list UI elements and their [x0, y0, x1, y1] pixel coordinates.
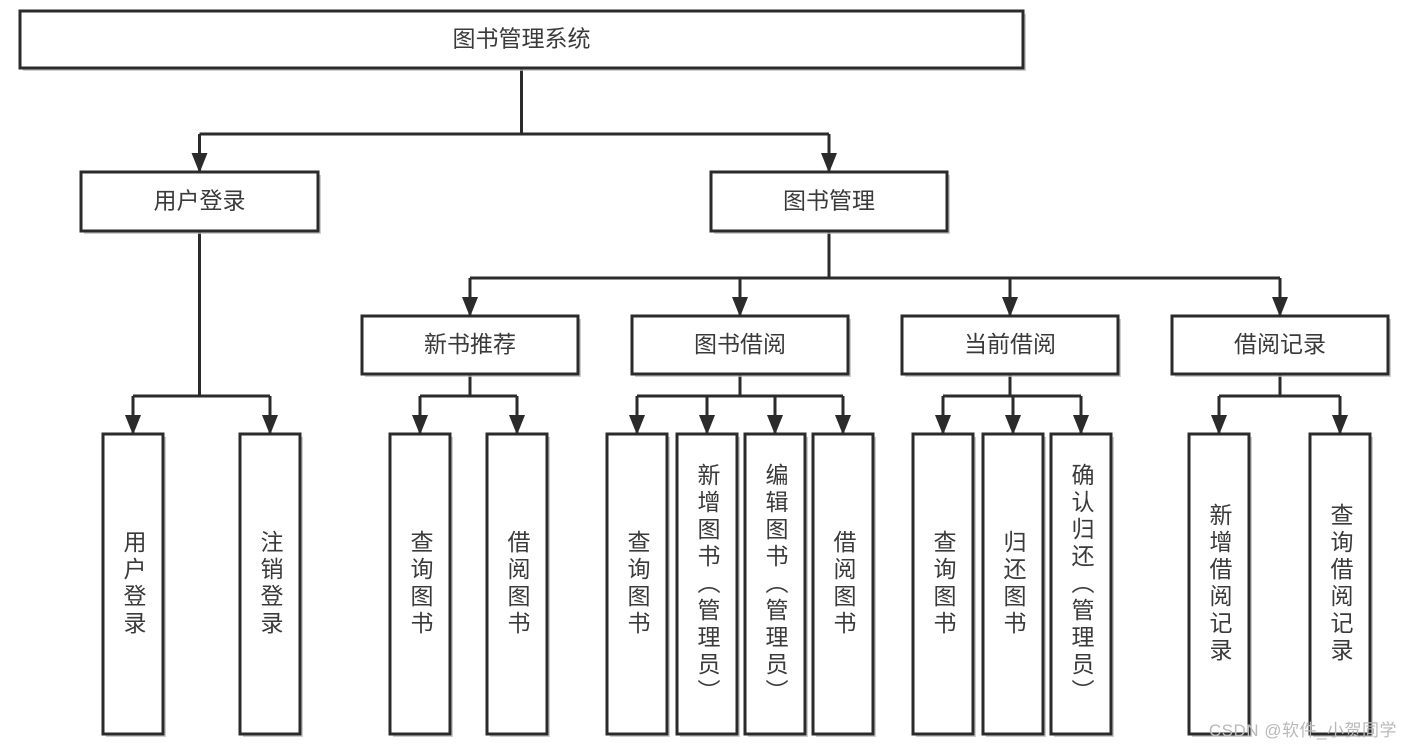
- node-current-borrow[interactable]: 当前借阅: [900, 314, 1121, 377]
- node-leaf-rec-search[interactable]: [1308, 432, 1373, 737]
- node-box[interactable]: [485, 432, 549, 736]
- node-leaf-rec-query[interactable]: [388, 432, 453, 737]
- node-box[interactable]: [1049, 432, 1113, 736]
- node-label: 图书管理: [783, 188, 875, 214]
- node-leaf-borrow-edit[interactable]: [743, 432, 808, 737]
- arrow-head-icon: [835, 415, 851, 435]
- node-leaf-borrow-query[interactable]: [605, 432, 670, 737]
- node-book-borrow[interactable]: 图书借阅: [630, 314, 851, 377]
- node-root[interactable]: 图书管理系统: [18, 9, 1026, 71]
- node-box[interactable]: [1187, 432, 1251, 736]
- node-box[interactable]: [630, 314, 850, 376]
- arrow-head-icon: [462, 297, 478, 317]
- arrow-head-icon: [821, 153, 837, 173]
- connector-layer: [125, 68, 1348, 435]
- node-leaf-borrow-add[interactable]: [675, 432, 740, 737]
- arrow-head-icon: [1005, 415, 1021, 435]
- node-box[interactable]: [900, 314, 1120, 376]
- node-box[interactable]: [911, 432, 975, 736]
- node-box[interactable]: [1170, 314, 1390, 376]
- arrow-head-icon: [699, 415, 715, 435]
- arrow-head-icon: [1211, 415, 1227, 435]
- node-borrow-record[interactable]: 借阅记录: [1170, 314, 1391, 377]
- node-box[interactable]: [743, 432, 807, 736]
- node-box[interactable]: [101, 432, 165, 736]
- node-new-book-rec[interactable]: 新书推荐: [360, 314, 581, 377]
- node-book-manage[interactable]: 图书管理: [709, 170, 950, 234]
- node-label: 图书管理系统: [453, 26, 591, 52]
- node-box[interactable]: [79, 170, 320, 233]
- arrow-head-icon: [629, 415, 645, 435]
- node-label: 用户登录: [154, 188, 246, 214]
- node-box[interactable]: [605, 432, 669, 736]
- arrow-head-icon: [509, 415, 525, 435]
- node-box[interactable]: [709, 170, 949, 233]
- arrow-head-icon: [935, 415, 951, 435]
- node-box[interactable]: [981, 432, 1045, 736]
- node-label: 借阅记录: [1234, 331, 1326, 357]
- node-box[interactable]: [1308, 432, 1372, 736]
- arrow-head-icon: [1073, 415, 1089, 435]
- arrow-head-icon: [191, 153, 208, 173]
- arrow-head-icon: [1332, 415, 1348, 435]
- arrow-head-icon: [732, 297, 748, 317]
- node-box[interactable]: [360, 314, 580, 376]
- node-leaf-rec-borrow[interactable]: [485, 432, 550, 737]
- node-leaf-user-logout[interactable]: [238, 432, 303, 737]
- node-box[interactable]: [388, 432, 452, 736]
- arrow-head-icon: [125, 415, 141, 435]
- node-label: 新书推荐: [424, 331, 516, 357]
- arrow-head-icon: [767, 415, 783, 435]
- watermark-text: CSDN @软件_小贺同学: [1208, 721, 1397, 740]
- node-box[interactable]: [238, 432, 302, 736]
- node-leaf-cur-return[interactable]: [981, 432, 1046, 737]
- node-leaf-user-login[interactable]: [101, 432, 166, 737]
- node-leaf-cur-query[interactable]: [911, 432, 976, 737]
- node-box[interactable]: [811, 432, 875, 736]
- node-user-login[interactable]: 用户登录: [79, 170, 321, 234]
- node-leaf-rec-add[interactable]: [1187, 432, 1252, 737]
- node-leaf-cur-confirm[interactable]: [1049, 432, 1114, 737]
- node-box[interactable]: [675, 432, 739, 736]
- arrow-head-icon: [1002, 297, 1018, 317]
- arrow-head-icon: [262, 415, 278, 435]
- arrow-head-icon: [412, 415, 428, 435]
- node-label: 图书借阅: [694, 331, 786, 357]
- node-box[interactable]: [18, 9, 1025, 70]
- arrow-head-icon: [1272, 297, 1288, 317]
- node-leaf-borrow-do[interactable]: [811, 432, 876, 737]
- node-label: 当前借阅: [964, 331, 1056, 357]
